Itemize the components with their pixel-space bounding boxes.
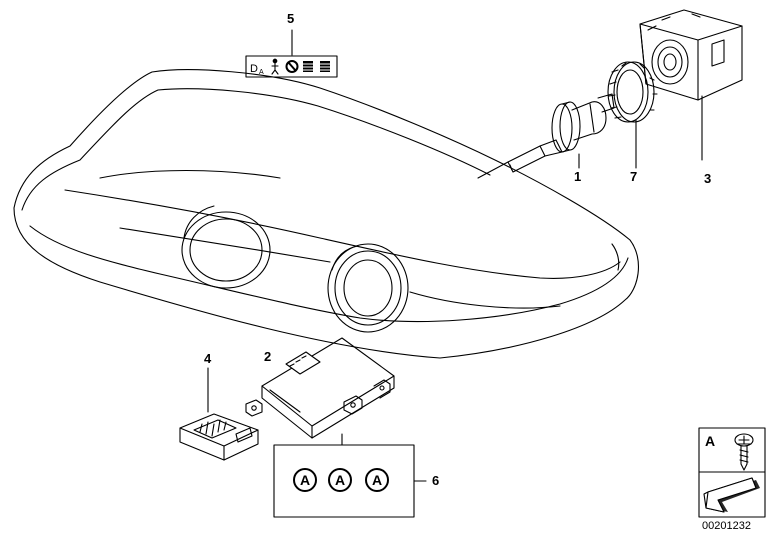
callout-1: 1: [574, 169, 582, 184]
projector-lens-right: [327, 243, 409, 333]
cable-kit-box: [273, 444, 427, 518]
kit-item-a-1: A: [293, 468, 317, 492]
callout-3: 3: [704, 171, 712, 186]
starter-unit: [179, 367, 259, 461]
label-5-symbol-d: D: [250, 63, 258, 75]
arrow-icon: [703, 477, 760, 513]
callout-2: 2: [264, 349, 272, 364]
label-5-symbol-a: A: [259, 69, 264, 76]
ignition-cap: [639, 9, 743, 161]
xenon-bulb: [477, 93, 615, 179]
kit-item-a-3: A: [365, 468, 389, 492]
warning-label: [245, 29, 338, 78]
callout-4: 4: [204, 351, 212, 366]
projector-lens-left: [181, 205, 271, 289]
headlight-housing: [13, 69, 639, 359]
callout-5: 5: [287, 11, 295, 26]
callout-7: 7: [630, 169, 638, 184]
retaining-ring: [607, 61, 658, 169]
reference-code: 00201232: [702, 520, 751, 532]
callout-6: 6: [432, 473, 440, 488]
kit-item-a-2: A: [328, 468, 352, 492]
screw-key-box: [698, 427, 766, 518]
ballast-unit: [245, 337, 395, 446]
key-letter: A: [705, 433, 716, 449]
screw-icon: [734, 433, 754, 471]
